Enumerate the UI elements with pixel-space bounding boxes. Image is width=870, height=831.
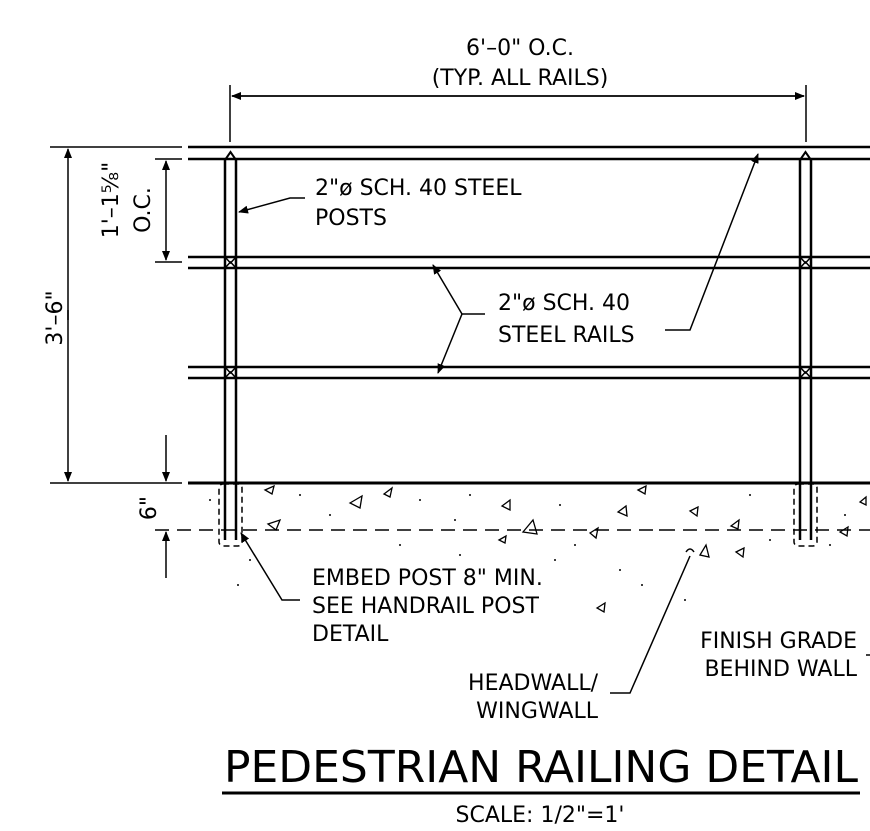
post-right bbox=[793, 150, 818, 547]
rail-bottom bbox=[188, 365, 870, 380]
posts-leader bbox=[238, 197, 305, 214]
rail-oc-label: 1'–1⅝" bbox=[99, 162, 124, 238]
headwall-leader bbox=[610, 555, 691, 694]
rails-leader-bottom bbox=[437, 313, 463, 374]
rail-middle bbox=[188, 255, 870, 270]
rail-spacing-dimension bbox=[229, 85, 807, 142]
finish-grade-line2: BEHIND WALL bbox=[704, 657, 857, 682]
embed-callout-line3: DETAIL bbox=[312, 622, 389, 647]
headwall-callout-line2: WINGWALL bbox=[476, 699, 599, 724]
rail-oc-note: O.C. bbox=[131, 187, 156, 233]
headwall-callout-line1: HEADWALL/ bbox=[468, 671, 599, 696]
posts-callout-line1: 2"ø SCH. 40 STEEL bbox=[315, 176, 522, 201]
rails-leader-right bbox=[665, 153, 759, 331]
rails-leader-top bbox=[432, 264, 485, 315]
embed-depth-label: 6" bbox=[137, 496, 162, 520]
post-left bbox=[218, 150, 243, 547]
overall-height-dimension bbox=[50, 146, 182, 484]
scale-note: SCALE: 1/2"=1' bbox=[456, 803, 625, 828]
rails bbox=[188, 145, 870, 380]
rail-oc-dimension bbox=[155, 158, 182, 263]
finish-grade-line1: FINISH GRADE bbox=[700, 629, 857, 654]
embed-callout-line1: EMBED POST 8" MIN. bbox=[312, 566, 543, 591]
embed-callout-line2: SEE HANDRAIL POST bbox=[312, 594, 539, 619]
rails-callout-line2: STEEL RAILS bbox=[498, 323, 635, 348]
concrete-hatch bbox=[263, 484, 867, 614]
rail-spacing-note: (TYP. ALL RAILS) bbox=[432, 66, 609, 91]
headwall-break-mark bbox=[685, 548, 695, 553]
embed-leader bbox=[240, 532, 300, 601]
rails-callout-line1: 2"ø SCH. 40 bbox=[498, 291, 630, 316]
posts-callout-line2: POSTS bbox=[315, 206, 387, 231]
rail-spacing-label: 6'–0" O.C. bbox=[466, 36, 574, 61]
concrete-dots bbox=[209, 494, 846, 601]
rail-top bbox=[188, 145, 870, 161]
overall-height-label: 3'–6" bbox=[43, 290, 68, 345]
drawing-title: PEDESTRIAN RAILING DETAIL bbox=[224, 742, 858, 793]
